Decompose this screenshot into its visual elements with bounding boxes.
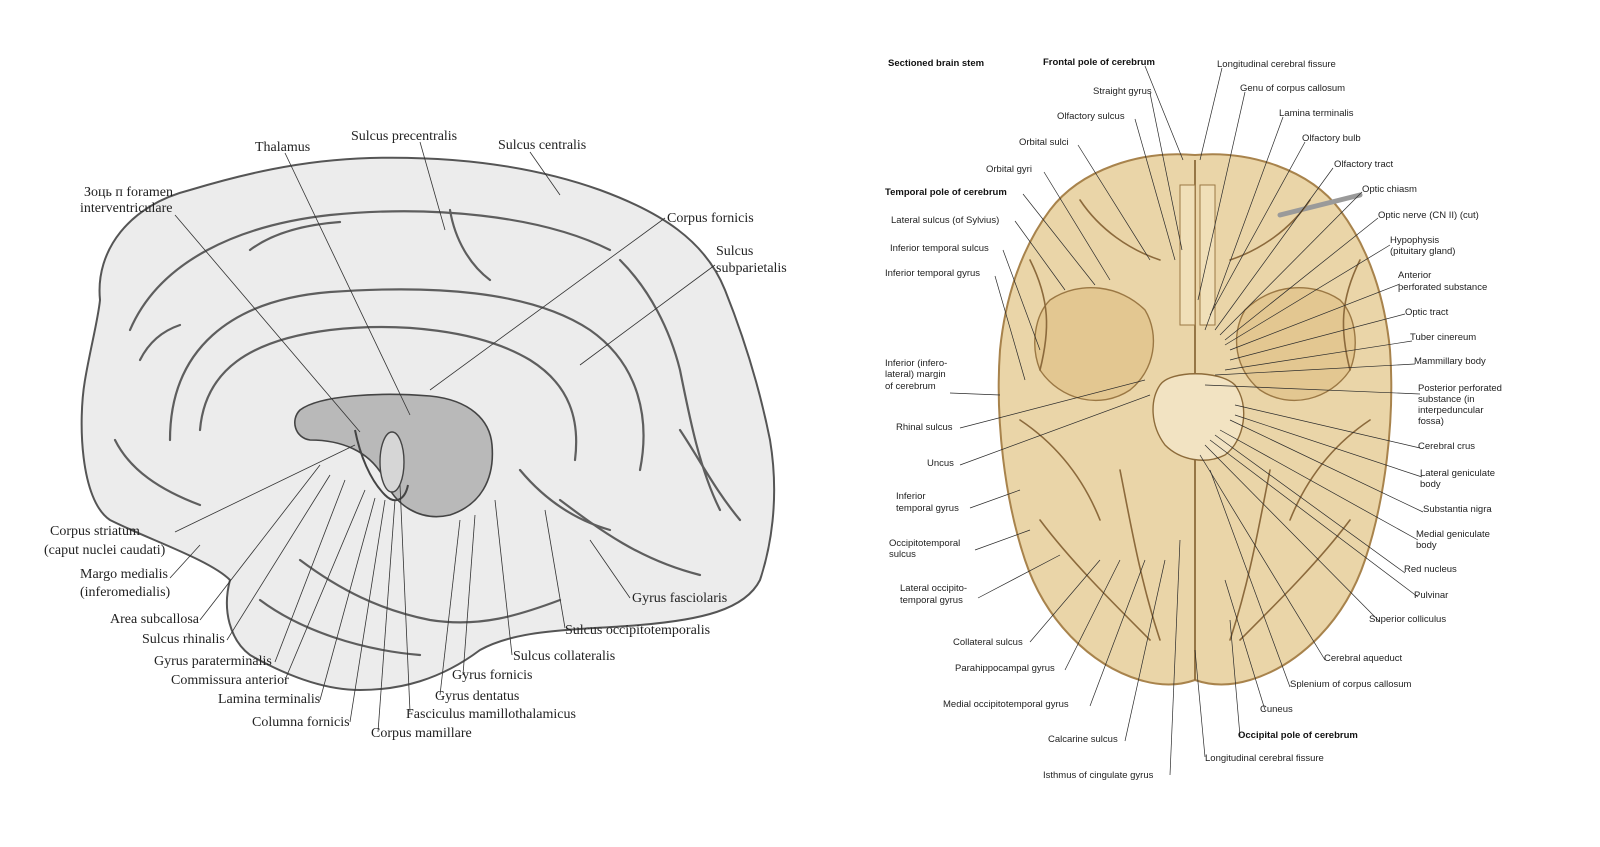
label-rhinal-sulcus: Rhinal sulcus [896,422,953,433]
label-area-subcallosa: Area subcallosa [110,612,200,627]
label-sulcus-centralis: Sulcus centralis [498,138,586,153]
label-sulcus-subparietalis-line2: subparietalis [716,261,787,276]
label-red-nucleus: Red nucleus [1404,564,1457,575]
label-gyrus-paraterminalis: Gyrus paraterminalis [154,654,272,669]
label-commissura-anterior: Commissura anterior [171,673,289,688]
label-posterior-perforated-line4: fossa) [1418,416,1444,427]
label-cerebral-aqueduct: Cerebral aqueduct [1324,653,1403,664]
label-hypophysis-line1: Hypophysis [1390,235,1439,246]
label-corpus-striatum-line1: Corpus striatum [50,524,140,539]
label-substantia-nigra: Substantia nigra [1423,504,1492,515]
label-lateral-sulcus: Lateral sulcus (of Sylvius) [891,215,999,226]
medial-brain-illustration [80,156,776,692]
label-inferior-temporal-gyrus-top: Inferior temporal gyrus [885,268,980,279]
label-medial-geniculate-line1: Medial geniculate [1416,529,1490,540]
label-sulcus-subparietalis-line1: Sulcus [716,244,753,259]
label-frontal-pole: Frontal pole of cerebrum [1043,57,1155,68]
label-lateral-occipitotemporal-line2: temporal gyrus [900,595,963,606]
label-optic-nerve: Optic nerve (CN II) (cut) [1378,210,1479,221]
label-gyrus-fornicis: Gyrus fornicis [452,668,533,683]
label-sulcus-occipitotemporalis: Sulcus occipitotemporalis [565,623,710,638]
label-isthmus-cingulate: Isthmus of cingulate gyrus [1043,770,1154,781]
label-medial-occipitotemporal-gyrus: Medial occipitotemporal gyrus [943,699,1069,710]
label-inferior-margin-line3: of cerebrum [885,381,936,392]
label-lamina-terminalis-r: Lamina terminalis [1279,108,1354,119]
label-margo-medialis-line1: Margo medialis [80,567,168,582]
label-inferior-temporal-gyrus-line2: temporal gyrus [896,503,959,514]
left-labels: Thalamus Sulcus precentralis Sulcus cent… [44,129,787,741]
label-sulcus-precentralis: Sulcus precentralis [351,129,457,144]
label-mammillary-body: Mammillary body [1414,356,1486,367]
label-columna-fornicis: Columna fornicis [252,715,350,730]
label-fasciculus-mamillothalamicus: Fasciculus mamillothalamicus [406,707,576,722]
label-sectioned-brain-stem: Sectioned brain stem [888,58,984,69]
left-leader-lines [169,141,716,733]
label-olfactory-bulb: Olfactory bulb [1302,133,1361,144]
label-margo-medialis-line2: (inferomedialis) [80,585,171,600]
label-calcarine-sulcus: Calcarine sulcus [1048,734,1118,745]
label-anterior-perforated-line1: Anterior [1398,270,1431,281]
label-cuneus: Cuneus [1260,704,1293,715]
right-leader-lines [949,65,1424,776]
label-sulcus-rhinalis: Sulcus rhinalis [142,632,225,647]
label-longitudinal-fissure-bottom: Longitudinal cerebral fissure [1205,753,1324,764]
label-straight-gyrus: Straight gyrus [1093,86,1152,97]
label-anterior-perforated-line2: perforated substance [1398,282,1487,293]
label-collateral-sulcus: Collateral sulcus [953,637,1023,648]
label-occipitotemporal-sulcus-line2: sulcus [889,549,916,560]
label-posterior-perforated-line3: interpeduncular [1418,405,1484,416]
label-occipital-pole: Occipital pole of cerebrum [1238,730,1358,741]
label-medial-geniculate-line2: body [1416,540,1437,551]
label-lateral-geniculate-line1: Lateral geniculate [1420,468,1495,479]
right-labels: Sectioned brain stem Frontal pole of cer… [885,57,1502,781]
label-pulvinar: Pulvinar [1414,590,1448,601]
inferior-brain-illustration [997,153,1393,686]
label-inferior-margin-line1: Inferior (infero- [885,358,947,369]
label-gyrus-fasciolaris: Gyrus fasciolaris [632,591,727,606]
label-foramen-line2: interventriculare [80,201,173,216]
label-posterior-perforated-line1: Posterior perforated [1418,383,1502,394]
label-genu-corpus-callosum: Genu of corpus callosum [1240,83,1345,94]
label-lamina-terminalis: Lamina terminalis [218,692,320,707]
label-tuber-cinereum: Tuber cinereum [1410,332,1476,343]
label-olfactory-tract: Olfactory tract [1334,159,1393,170]
label-longitudinal-fissure-top: Longitudinal cerebral fissure [1217,59,1336,70]
label-superior-colliculus: Superior colliculus [1369,614,1446,625]
label-optic-tract: Optic tract [1405,307,1449,318]
label-inferior-temporal-sulcus: Inferior temporal sulcus [890,243,989,254]
label-splenium: Splenium of corpus callosum [1290,679,1412,690]
label-corpus-mamillare: Corpus mamillare [371,726,472,741]
label-foramen-line1: Зоць п foramen [84,185,173,200]
label-uncus: Uncus [927,458,954,469]
label-posterior-perforated-line2: substance (in [1418,394,1475,405]
label-inferior-temporal-gyrus-line1: Inferior [896,491,926,502]
label-parahippocampal-gyrus: Parahippocampal gyrus [955,663,1055,674]
label-corpus-striatum-line2: (caput nuclei caudati) [44,543,166,558]
label-thalamus: Thalamus [255,140,310,155]
label-inferior-margin-line2: lateral) margin [885,369,946,380]
label-sulcus-collateralis: Sulcus collateralis [513,649,615,664]
label-gyrus-dentatus: Gyrus dentatus [435,689,519,704]
label-orbital-gyri: Orbital gyri [986,164,1032,175]
label-olfactory-sulcus: Olfactory sulcus [1057,111,1125,122]
label-orbital-sulci: Orbital sulci [1019,137,1069,148]
label-hypophysis-line2: (pituitary gland) [1390,246,1455,257]
label-cerebral-crus: Cerebral crus [1418,441,1475,452]
label-lateral-occipitotemporal-line1: Lateral occipito- [900,583,967,594]
label-lateral-geniculate-line2: body [1420,479,1441,490]
label-corpus-fornicis: Corpus fornicis [667,211,754,226]
label-optic-chiasm: Optic chiasm [1362,184,1417,195]
label-occipitotemporal-sulcus-line1: Occipitotemporal [889,538,960,549]
label-temporal-pole: Temporal pole of cerebrum [885,187,1007,198]
